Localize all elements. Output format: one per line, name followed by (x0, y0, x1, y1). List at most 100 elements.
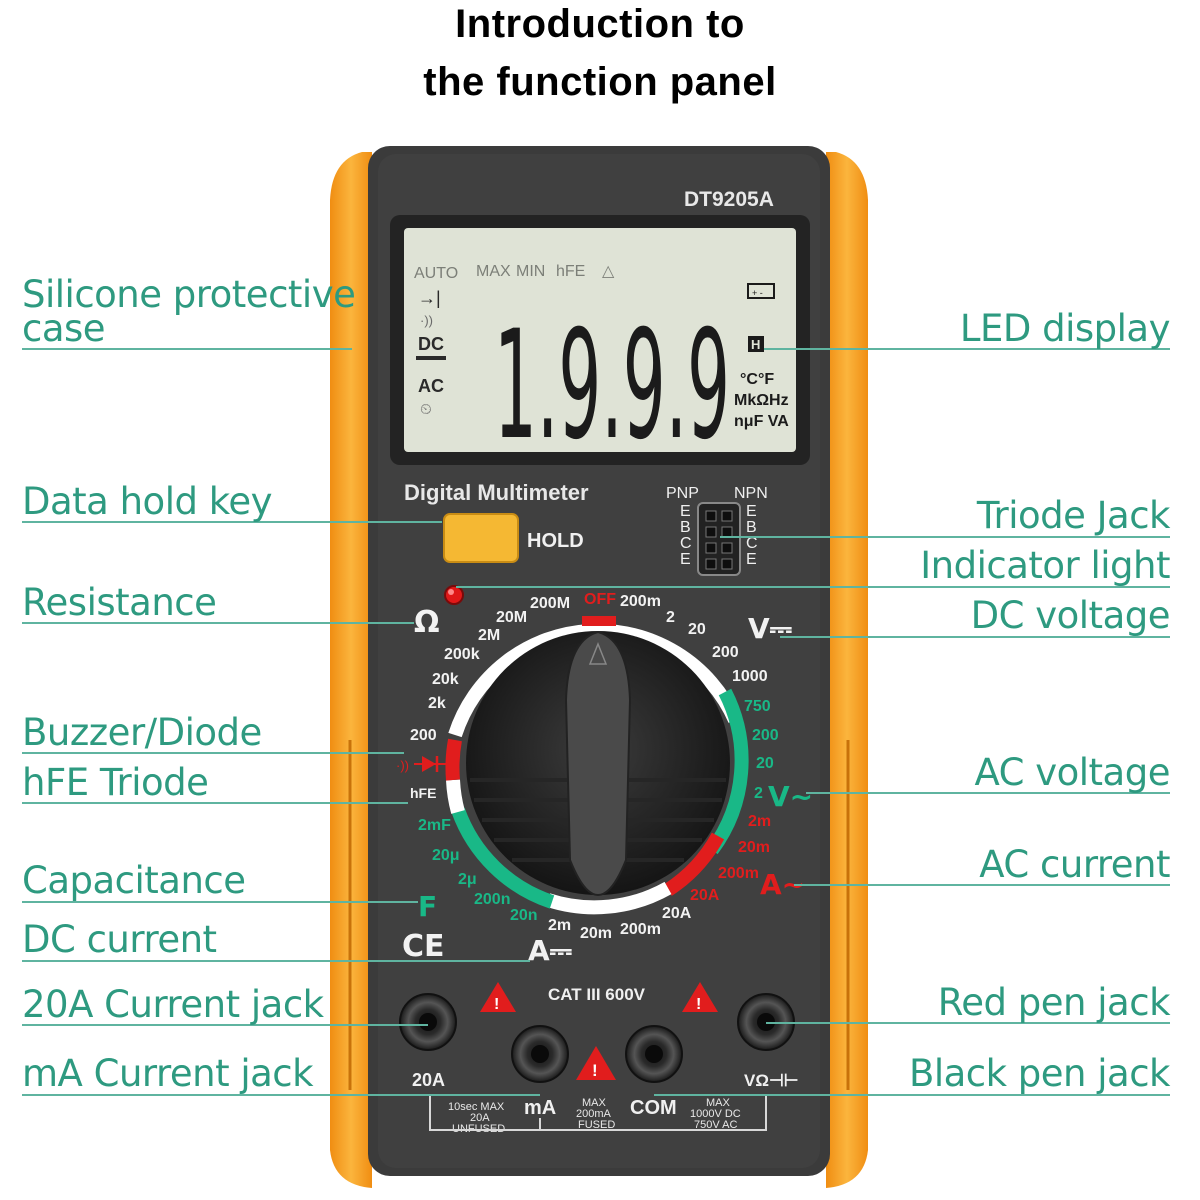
dial-acv-2: 2 (754, 785, 763, 802)
dial-dcv-1000: 1000 (732, 668, 768, 685)
callout-dc-current: DC current (22, 918, 217, 961)
note-20a-1: 10sec MAX (448, 1101, 505, 1113)
callout-ac-voltage: AC voltage (974, 751, 1170, 794)
triode-pin-npn-2: C (746, 535, 758, 552)
dial-cap-2u: 2μ (458, 871, 477, 888)
dial-acv-20: 20 (756, 755, 774, 772)
dial-dca-20m: 20m (580, 925, 612, 942)
triode-pin-npn-1: B (746, 519, 757, 536)
dial-cap-20n: 20n (510, 907, 538, 924)
triode-socket (697, 502, 741, 576)
warning-icons: ! ! ! (480, 982, 718, 1080)
dial-arc-white-bottom (545, 881, 672, 915)
title-line-1: Introduction to (455, 2, 745, 46)
ohm-symbol: Ω (414, 605, 440, 640)
dial-labels: OFF 200M 20M 2M 200k 20k 2k 200 hFE 200m… (410, 591, 779, 942)
knob-pointer (564, 630, 632, 897)
callout-led-display: LED display (959, 307, 1171, 350)
note-ma-1: MAX (582, 1097, 607, 1109)
dial-aca-2m: 2m (748, 813, 771, 830)
callout-silicone-case-2: case (22, 307, 106, 350)
case-right-bumper (826, 152, 868, 1188)
triode-pin-pnp-0: E (680, 503, 691, 520)
dca-symbol: A⎓ (528, 934, 572, 967)
title-line-2: the function panel (423, 60, 777, 104)
lcd-auto: AUTO (414, 265, 458, 282)
note-v-3: 750V AC (694, 1119, 737, 1131)
dcv-symbol: V⎓ (748, 612, 792, 645)
leader-silicone-case (22, 348, 352, 350)
lcd-timer-icon: ⏲ (420, 401, 432, 418)
dial-res-2M: 2M (478, 627, 500, 644)
hold-key (443, 513, 519, 563)
dial-dca-200m: 200m (620, 921, 661, 938)
leader-20a-jack (22, 1024, 428, 1026)
dial-arc-green-right (706, 688, 749, 855)
leader-red-pen-jack (766, 1022, 1170, 1024)
lcd-units-3: nμF VA (734, 413, 789, 430)
svg-text:!: ! (494, 996, 499, 1013)
acv-symbol: V~ (768, 780, 813, 813)
dial-cap-20u: 20μ (432, 847, 460, 864)
dial-aca-20A: 20A (690, 887, 720, 904)
dial-aca-200m: 200m (718, 865, 759, 882)
leader-led-display (764, 348, 1170, 350)
lcd-hfe: hFE (556, 263, 585, 280)
case-left-bumper (330, 152, 372, 1188)
leader-triode-jack (720, 536, 1170, 538)
dial-hfe: hFE (410, 785, 436, 801)
cap-symbol: F (418, 890, 437, 923)
dial-cap-2mF: 2mF (418, 817, 451, 834)
jack-brackets (429, 1096, 767, 1131)
dial-dca-20A: 20A (662, 905, 692, 922)
dial-acv-750: 750 (744, 698, 771, 715)
note-v-2: 1000V DC (690, 1108, 741, 1120)
dial-dcv-20: 20 (688, 621, 706, 638)
dial-dca-2m: 2m (548, 917, 571, 934)
dial-dcv-200: 200 (712, 644, 739, 661)
dial-res-200M: 200M (530, 595, 570, 612)
leader-ac-current (794, 884, 1170, 886)
leader-dc-voltage (780, 636, 1170, 638)
callout-black-pen-jack: Black pen jack (908, 1052, 1171, 1095)
dial-cap-200n: 200n (474, 891, 510, 908)
triode-pin-pnp-2: C (680, 535, 692, 552)
callout-indicator-light: Indicator light (920, 544, 1170, 587)
triode-pin-pnp-1: B (680, 519, 691, 536)
dial-res-200k: 200k (444, 646, 480, 663)
lcd-buzzer-icon: ·)) (420, 313, 433, 328)
lcd-reading: 1.9.9.9 (494, 299, 730, 473)
lcd-screen (404, 228, 796, 452)
callout-red-pen-jack: Red pen jack (937, 981, 1171, 1024)
dial-res-200: 200 (410, 727, 437, 744)
dial-arc-green-left (451, 807, 555, 909)
callout-hfe-triode: hFE Triode (22, 761, 209, 804)
dial-aca-20m: 20m (738, 839, 770, 856)
dial-res-20M: 20M (496, 609, 527, 626)
callout-data-hold-key: Data hold key (22, 480, 273, 523)
callout-triode-jack: Triode Jack (976, 494, 1171, 537)
ce-mark: CE (402, 929, 445, 964)
triode-pin-npn-3: E (746, 551, 757, 568)
jack-notes: 10sec MAX 20A UNFUSED MAX 200mA FUSED MA… (448, 1097, 741, 1135)
jack-ma-label: mA (524, 1097, 556, 1119)
lcd-hold-flag: H (751, 337, 760, 352)
dial-diode-buzzer-icon: ·)) (396, 756, 446, 773)
callout-20a-jack: 20A Current jack (22, 983, 324, 1026)
callout-buzzer-diode: Buzzer/Diode (22, 711, 262, 754)
svg-text:!: ! (592, 1061, 598, 1080)
dial-dcv-200m: 200m (620, 593, 661, 610)
svg-text:!: ! (696, 996, 701, 1013)
indicator-light (444, 585, 464, 605)
dial-arcs (445, 623, 749, 915)
jack-vohm-label: VΩ⊣⊢ (744, 1071, 799, 1090)
dial-res-20k: 20k (432, 671, 459, 688)
callout-dc-voltage: DC voltage (970, 594, 1171, 637)
triode-pin-npn-0: E (746, 503, 757, 520)
npn-label: NPN (734, 485, 768, 502)
lcd-battery-label: + - (752, 288, 763, 298)
lcd-min: MIN (516, 263, 545, 280)
lcd-dc-bar (416, 356, 446, 360)
callout-ma-jack: mA Current jack (22, 1052, 314, 1095)
